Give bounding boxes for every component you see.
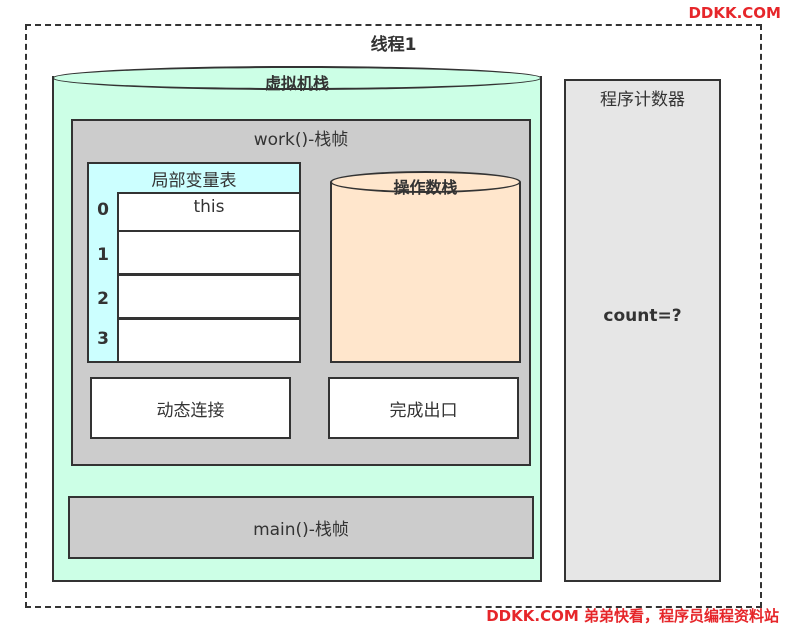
- main-stack-frame: main()-栈帧: [68, 496, 534, 559]
- local-slot-cell-1: [117, 230, 301, 275]
- local-slot-cell-0: [117, 192, 301, 237]
- program-counter-box: [564, 79, 721, 582]
- local-slot-value-0: this: [193, 197, 225, 217]
- vm-stack-title: 虚拟机栈: [264, 74, 329, 93]
- operand-stack-cylinder-body: [330, 182, 521, 363]
- local-slot-index-0: 0: [97, 200, 109, 220]
- operand-stack-title: 操作数栈: [393, 178, 458, 197]
- local-slot-index-1: 1: [97, 245, 109, 265]
- local-variable-table-title: 局部变量表: [151, 171, 237, 191]
- operand-stack-cylinder-top: [330, 171, 521, 193]
- thread-container: [25, 24, 762, 608]
- watermark-bottom: DDKK.COM 弟弟快看，程序员编程资料站: [486, 607, 779, 625]
- program-counter-value: count=?: [603, 306, 682, 326]
- local-slot-index-2: 2: [97, 289, 109, 309]
- vm-stack-cylinder-top: [52, 66, 542, 90]
- work-stack-frame-label: work()-栈帧: [253, 130, 349, 150]
- dynamic-linking-box: 动态连接: [90, 377, 291, 439]
- program-counter-title: 程序计数器: [600, 90, 685, 110]
- local-slot-cell-3: [117, 318, 301, 363]
- return-address-box: 完成出口: [328, 377, 519, 439]
- watermark-top: DDKK.COM: [688, 4, 781, 22]
- thread-title: 线程1: [370, 35, 417, 55]
- local-slot-cell-2: [117, 274, 301, 319]
- local-slot-index-3: 3: [97, 329, 109, 349]
